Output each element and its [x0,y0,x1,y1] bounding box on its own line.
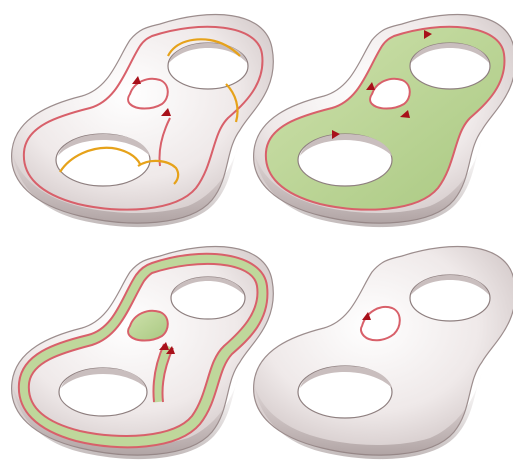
surface-body [254,247,513,456]
panel-top-left [12,15,274,228]
panel-bottom-left [12,247,274,460]
genus-two-surface [254,247,513,460]
panel-bottom-right [254,247,513,460]
panel-top-right [254,15,513,228]
surface-body [12,15,274,224]
